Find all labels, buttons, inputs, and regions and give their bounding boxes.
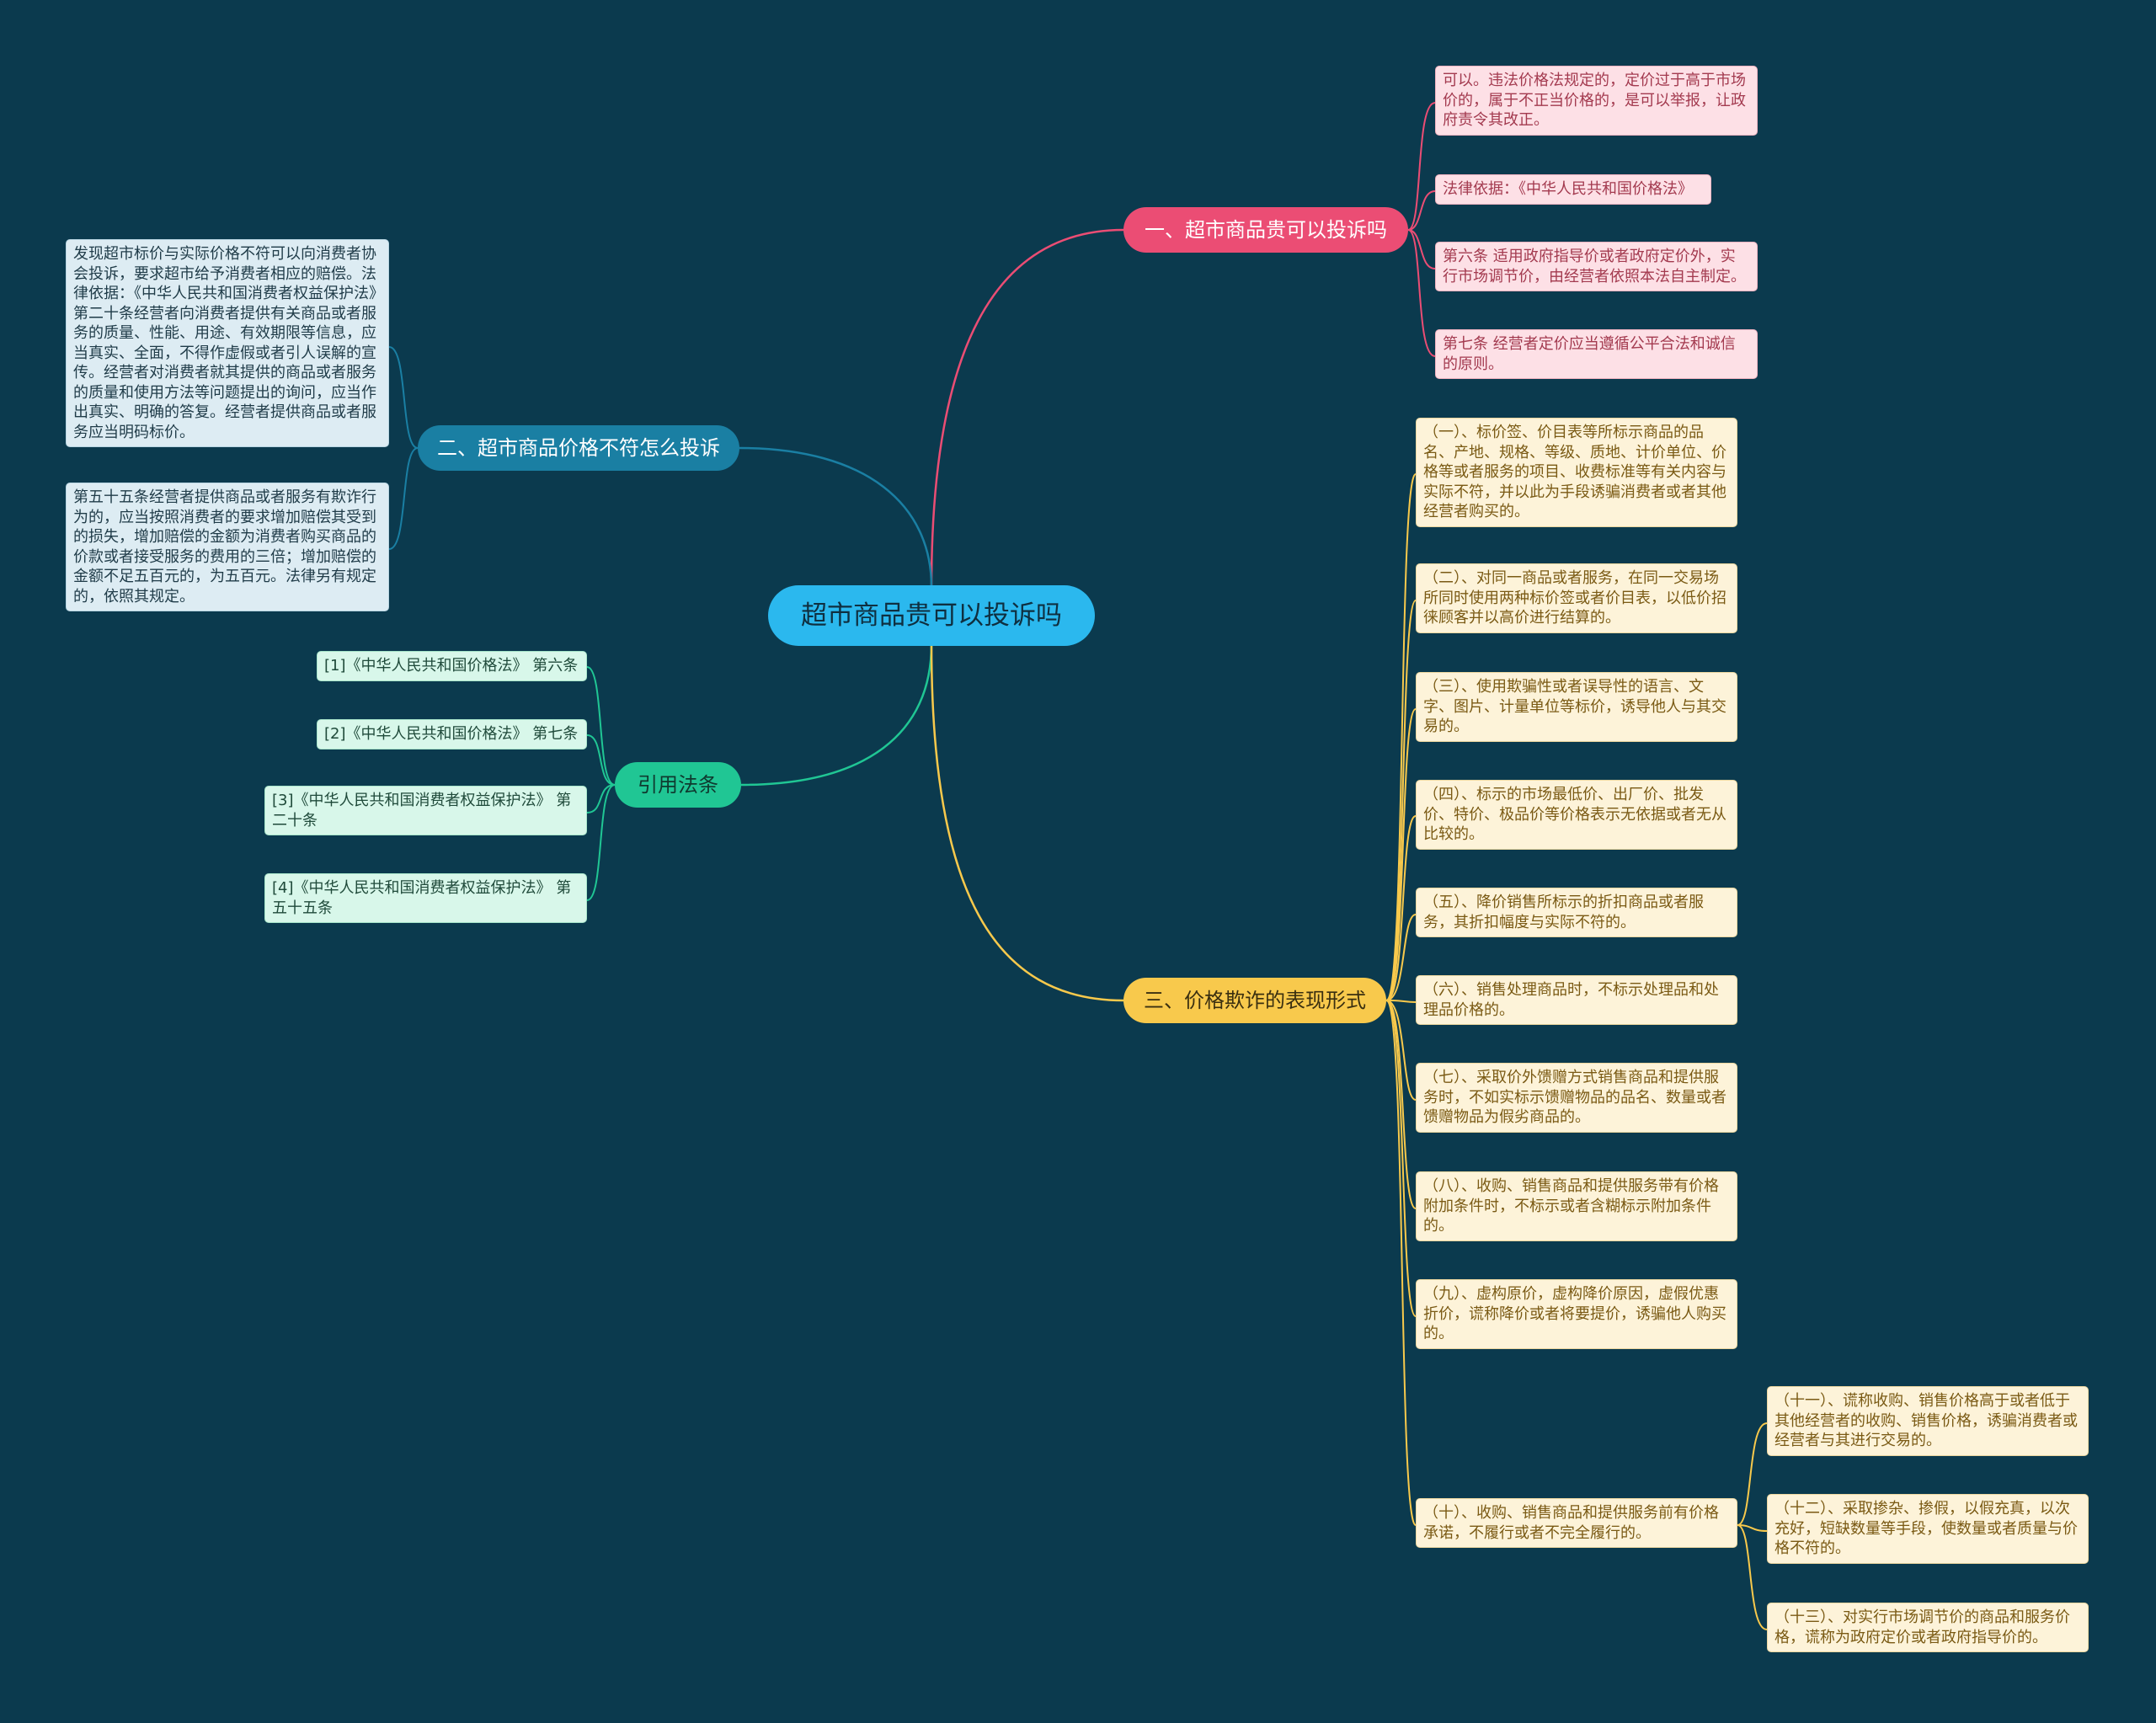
b3-leaf-ref-3[interactable]: [3]《中华人民共和国消费者权益保护法》 第二十条	[264, 786, 587, 835]
b4-leaf-4[interactable]: （四）、标示的市场最低价、出厂价、批发价、特价、极品价等价格表示无依据或者无从比…	[1416, 780, 1737, 850]
link-b3-leaf4	[586, 784, 616, 901]
link-b4-leaf4	[1385, 815, 1417, 1001]
link-b1-leaf4	[1407, 229, 1436, 357]
b2-leaf-article-20[interactable]: 发现超市标价与实际价格不符可以向消费者协会投诉，要求超市给予消费者相应的赔偿。法…	[66, 239, 389, 447]
link-b3-leaf3	[586, 784, 616, 813]
b4-leaf-10[interactable]: （十）、收购、销售商品和提供服务前有价格承诺，不履行或者不完全履行的。	[1416, 1498, 1737, 1548]
link-b2-leaf1	[388, 346, 419, 449]
b4-leaf-6[interactable]: （六）、销售处理商品时，不标示处理品和处理品价格的。	[1416, 975, 1737, 1025]
branch-price-fraud-forms[interactable]: 三、价格欺诈的表现形式	[1123, 978, 1386, 1023]
link-b4-leaf5	[1385, 914, 1417, 1001]
link-leaf10-sub3	[1737, 1524, 1768, 1630]
link-b4-leaf1	[1385, 473, 1417, 1001]
branch-cited-laws[interactable]: 引用法条	[615, 762, 741, 808]
link-leaf10-sub1	[1737, 1422, 1768, 1526]
b2-leaf-article-55[interactable]: 第五十五条经营者提供商品或者服务有欺诈行为的，应当按照消费者的要求增加赔偿其受到…	[66, 483, 389, 611]
link-b3-leaf1	[586, 666, 616, 786]
b3-leaf-ref-4[interactable]: [4]《中华人民共和国消费者权益保护法》 第五十五条	[264, 873, 587, 923]
link-b4-leaf7	[1385, 1000, 1417, 1101]
link-b1-leaf2	[1407, 190, 1436, 231]
b4-leaf-7[interactable]: （七）、采取价外馈赠方式销售商品和提供服务时，不如实标示馈赠物品的品名、数量或者…	[1416, 1063, 1737, 1133]
link-b1-leaf1	[1407, 102, 1436, 231]
link-b1-leaf3	[1407, 229, 1436, 269]
b4-leaf-8[interactable]: （八）、收购、销售商品和提供服务带有价格附加条件时，不标示或者含糊标示附加条件的…	[1416, 1171, 1737, 1241]
link-central-b1	[930, 228, 1124, 588]
b1-leaf-article-6[interactable]: 第六条 适用政府指导价或者政府定价外，实行市场调节价，由经营者依照本法自主制定。	[1435, 242, 1758, 291]
b1-leaf-answer[interactable]: 可以。违法价格法规定的，定价过于高于市场价的，属于不正当价格的，是可以举报，让政…	[1435, 66, 1758, 136]
link-b4-leaf8	[1385, 1000, 1417, 1209]
link-b2-leaf2	[388, 447, 419, 550]
b4-leaf-2[interactable]: （二）、对同一商品或者服务，在同一交易场所同时使用两种标价签或者价目表，以低价招…	[1416, 563, 1737, 633]
link-b4-leaf3	[1385, 708, 1417, 1001]
link-central-b4	[930, 643, 1124, 1002]
link-central-b3	[740, 643, 933, 787]
link-b4-leaf10	[1385, 1000, 1417, 1526]
link-b3-leaf2	[586, 734, 616, 786]
b4-leaf-9[interactable]: （九）、虚构原价，虚构降价原因，虚假优惠折价，谎称降价或者将要提价，诱骗他人购买…	[1416, 1279, 1737, 1349]
branch-complain-expensive[interactable]: 一、超市商品贵可以投诉吗	[1123, 207, 1408, 253]
link-b4-leaf6	[1385, 1000, 1417, 1003]
b4-leaf-10-sub-11[interactable]: （十一）、谎称收购、销售价格高于或者低于其他经营者的收购、销售价格，诱骗消费者或…	[1767, 1386, 2089, 1456]
branch-price-mismatch[interactable]: 二、超市商品价格不符怎么投诉	[418, 425, 739, 471]
link-b4-leaf2	[1385, 600, 1417, 1001]
b4-leaf-10-sub-12[interactable]: （十二）、采取掺杂、掺假，以假充真，以次充好，短缺数量等手段，使数量或者质量与价…	[1767, 1494, 2089, 1564]
link-central-b2	[739, 446, 933, 588]
b1-leaf-article-7[interactable]: 第七条 经营者定价应当遵循公平合法和诚信的原则。	[1435, 329, 1758, 379]
b3-leaf-ref-1[interactable]: [1]《中华人民共和国价格法》 第六条	[317, 651, 587, 681]
b4-leaf-3[interactable]: （三）、使用欺骗性或者误导性的语言、文字、图片、计量单位等标价，诱导他人与其交易…	[1416, 672, 1737, 742]
b4-leaf-5[interactable]: （五）、降价销售所标示的折扣商品或者服务，其折扣幅度与实际不符的。	[1416, 888, 1737, 937]
link-leaf10-sub2	[1737, 1524, 1768, 1532]
link-b4-leaf9	[1385, 1000, 1417, 1317]
b3-leaf-ref-2[interactable]: [2]《中华人民共和国价格法》 第七条	[317, 719, 587, 749]
b4-leaf-1[interactable]: （一）、标价签、价目表等所标示商品的品名、产地、规格、等级、质地、计价单位、价格…	[1416, 418, 1737, 527]
central-topic[interactable]: 超市商品贵可以投诉吗	[768, 585, 1095, 646]
b1-leaf-legal-basis[interactable]: 法律依据：《中华人民共和国价格法》	[1435, 174, 1711, 205]
b4-leaf-10-sub-13[interactable]: （十三）、对实行市场调节价的商品和服务价格，谎称为政府定价或者政府指导价的。	[1767, 1603, 2089, 1652]
